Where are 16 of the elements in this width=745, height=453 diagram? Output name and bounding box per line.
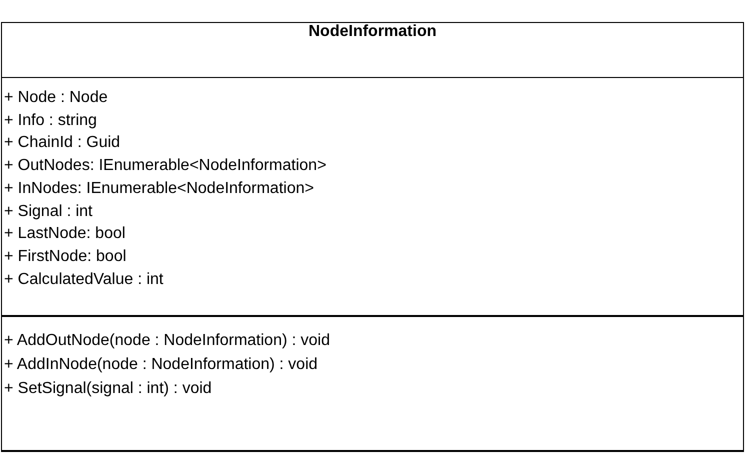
method-text: + AddOutNode(node : NodeInformation) : void xyxy=(4,332,330,350)
class-box xyxy=(1,22,744,451)
method-text: + SetSignal(signal : int) : void xyxy=(4,380,212,398)
attribute-text: + Info : string xyxy=(4,112,97,130)
attribute-text: + InNodes: IEnumerable<NodeInformation> xyxy=(4,180,314,198)
attribute-text: + FirstNode: bool xyxy=(4,248,126,266)
attribute-text: + CalculatedValue : int xyxy=(4,270,164,289)
attribute-text: + Node : Node xyxy=(4,89,108,107)
method-text: + AddInNode(node : NodeInformation) : void xyxy=(4,356,318,374)
attribute-text: + Signal : int xyxy=(4,202,92,220)
class-name: NodeInformation xyxy=(308,23,438,41)
attribute-text: + LastNode: bool xyxy=(4,225,126,244)
attribute-text: + OutNodes: IEnumerable<NodeInformation> xyxy=(4,157,326,176)
methods-compartment xyxy=(1,316,744,452)
attribute-text: + ChainId : Guid xyxy=(4,134,120,152)
attributes-compartment xyxy=(1,77,744,316)
